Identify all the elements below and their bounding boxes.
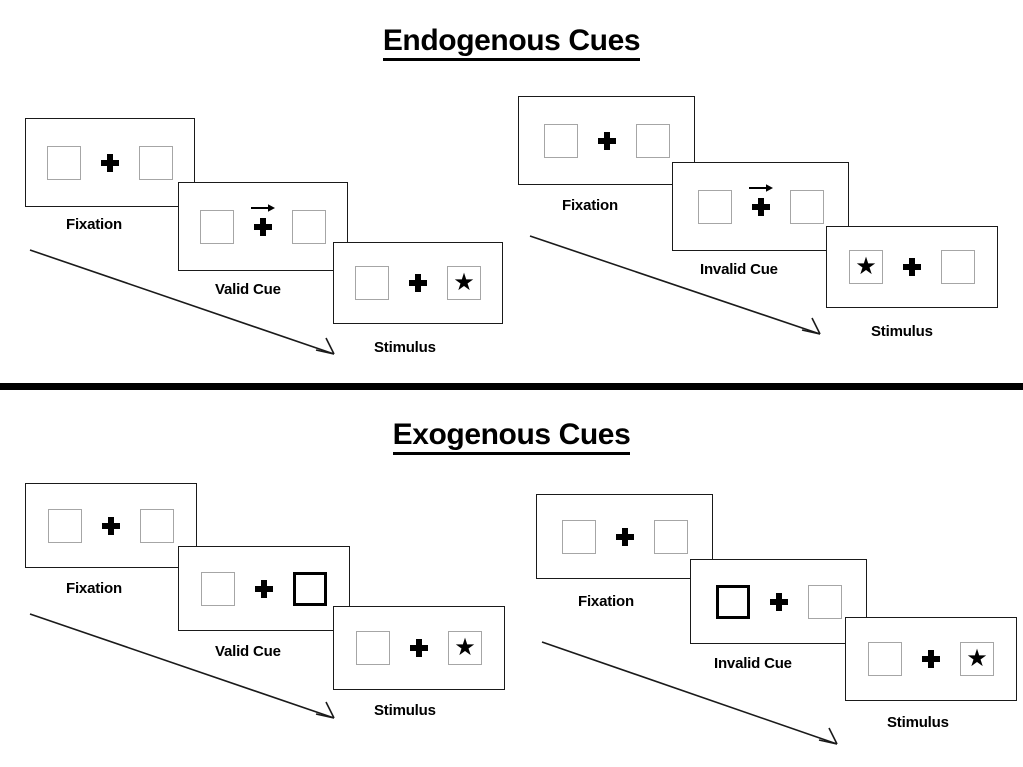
right-box: ★ [960,642,994,676]
left-box [356,631,390,665]
left-box [355,266,389,300]
panel-label-endogenous-invalid-fixation: Fixation [562,197,618,214]
star-icon: ★ [453,268,475,296]
panel-label-endogenous-invalid-stimulus: Stimulus [871,323,933,340]
stimulus-row [543,123,670,158]
fixation-cross-icon [255,579,273,598]
fixation-cross-icon [748,183,773,216]
stimulus-row [200,203,326,244]
right-box [140,508,174,543]
panel-label-endogenous-valid-fixation: Fixation [66,216,122,233]
fixation-cross-icon [615,527,634,546]
panel-exogenous-invalid-stimulus: ★ [845,617,1017,701]
left-box [200,209,234,244]
left-box [47,145,81,180]
section-title-endogenous: Endogenous Cues [0,24,1023,61]
fixation-cross-icon [769,592,788,611]
panel-label-exogenous-valid-cue: Valid Cue [215,643,281,660]
stimulus-row [48,508,174,543]
section-title-endogenous-text: Endogenous Cues [382,24,641,61]
stimulus-row: ★ [868,642,994,676]
right-box [139,145,173,180]
stimulus-row [561,519,688,554]
right-box [941,250,975,284]
panel-label-exogenous-valid-fixation: Fixation [66,580,122,597]
left-box [561,519,596,554]
arrow-right-icon [748,183,773,192]
star-icon: ★ [855,252,877,280]
progression-arrow-exogenous-invalid [541,641,838,745]
panel-endogenous-invalid-cue [672,162,849,251]
left-box [543,123,578,158]
fixation-cross-icon [102,516,120,535]
panel-label-endogenous-valid-cue: Valid Cue [215,281,281,298]
panel-endogenous-invalid-stimulus: ★ [826,226,998,308]
panel-label-exogenous-invalid-stimulus: Stimulus [887,714,949,731]
section-title-exogenous-text: Exogenous Cues [392,418,631,455]
fixation-cross-icon [922,650,940,668]
star-icon: ★ [966,644,988,672]
fixation-cross-icon [903,258,921,276]
stimulus-row: ★ [849,250,975,284]
right-box [789,189,824,224]
stimulus-row [715,584,842,619]
right-box [635,123,670,158]
panel-endogenous-valid-cue [178,182,348,271]
arrow-right-icon [251,203,275,212]
panel-endogenous-valid-stimulus: ★ [333,242,503,324]
panel-label-exogenous-valid-stimulus: Stimulus [374,702,436,719]
panel-exogenous-invalid-fixation [536,494,713,579]
panel-endogenous-valid-fixation [25,118,195,207]
fixation-cross-icon [410,639,428,657]
left-box: ★ [849,250,883,284]
left-box [868,642,902,676]
panel-endogenous-invalid-fixation [518,96,695,185]
panel-exogenous-valid-stimulus: ★ [333,606,505,690]
section-title-exogenous: Exogenous Cues [0,418,1023,455]
right-box: ★ [447,266,481,300]
stimulus-row: ★ [356,631,482,665]
left-box [697,189,732,224]
fixation-cross-icon [409,274,427,292]
fixation-cross-icon [251,203,275,236]
section-divider [0,383,1023,390]
star-icon: ★ [454,633,476,661]
stimulus-row: ★ [355,266,481,300]
panel-label-exogenous-invalid-fixation: Fixation [578,593,634,610]
panel-exogenous-invalid-cue [690,559,867,644]
panel-label-endogenous-invalid-cue: Invalid Cue [700,261,778,278]
right-box [292,209,326,244]
left-box-cued [715,584,750,619]
fixation-cross-icon [101,153,119,172]
panel-label-endogenous-valid-stimulus: Stimulus [374,339,436,356]
right-box-cued [293,571,327,606]
stimulus-row [201,571,327,606]
stimulus-row [697,183,824,224]
stimulus-row [47,145,173,180]
right-box [653,519,688,554]
fixation-cross-icon [597,131,616,150]
right-box [807,584,842,619]
panel-exogenous-valid-cue [178,546,350,631]
right-box: ★ [448,631,482,665]
panel-label-exogenous-invalid-cue: Invalid Cue [714,655,792,672]
left-box [201,571,235,606]
left-box [48,508,82,543]
panel-exogenous-valid-fixation [25,483,197,568]
